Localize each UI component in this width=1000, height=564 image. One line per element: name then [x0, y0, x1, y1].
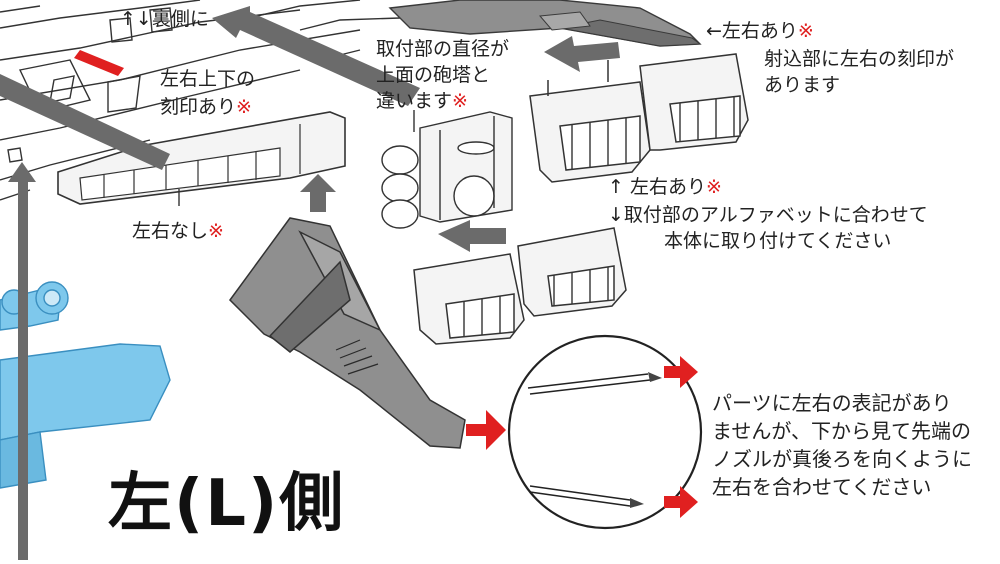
label-toritsuke-2: 上面の砲塔と	[376, 64, 491, 86]
label-shako-2: あります	[764, 74, 841, 96]
label-sayu-ari-mid: ↑ 左右あり※	[608, 176, 722, 198]
label-shako-1: 射込部に左右の刻印が	[764, 48, 955, 70]
label-note-4: 左右を合わせてください	[712, 475, 932, 499]
label-note-3: ノズルが真後ろを向くように	[712, 447, 972, 471]
nozzle-detail-circle	[507, 334, 703, 530]
label-alpha-2: 本体に取り付けてください	[664, 230, 892, 252]
pointer-lines	[178, 110, 415, 206]
wing-part-top	[388, 0, 702, 47]
red-arrows	[466, 356, 698, 518]
label-note-1: パーツに左右の表記があり	[712, 391, 952, 415]
label-kokuin: 刻印あり※	[160, 96, 252, 118]
side-title: 左(L)側	[108, 467, 346, 541]
label-ura: ↑↓裏側に	[120, 8, 209, 30]
label-toritsuke-1: 取付部の直径が	[376, 38, 510, 60]
label-toritsuke-3: 違います※	[376, 90, 468, 112]
turret-mount-part	[381, 111, 513, 229]
nozzle-block-pair-top	[529, 53, 749, 183]
gray-arrows	[0, 6, 620, 560]
label-note-2: ませんが、下から見て先端の	[712, 419, 971, 443]
indicator-red-bar	[74, 50, 124, 76]
label-sayu-joge: 左右上下の	[160, 68, 256, 90]
nozzle-block-pair-bottom	[413, 227, 627, 345]
gray-winglet-part	[229, 217, 466, 449]
long-side-panel	[57, 111, 346, 205]
label-sayu-nashi: 左右なし※	[132, 220, 224, 242]
label-sayu-ari-top: ←左右あり※	[706, 20, 814, 42]
label-alpha-1: ↓取付部のアルファベットに合わせて	[608, 204, 928, 226]
